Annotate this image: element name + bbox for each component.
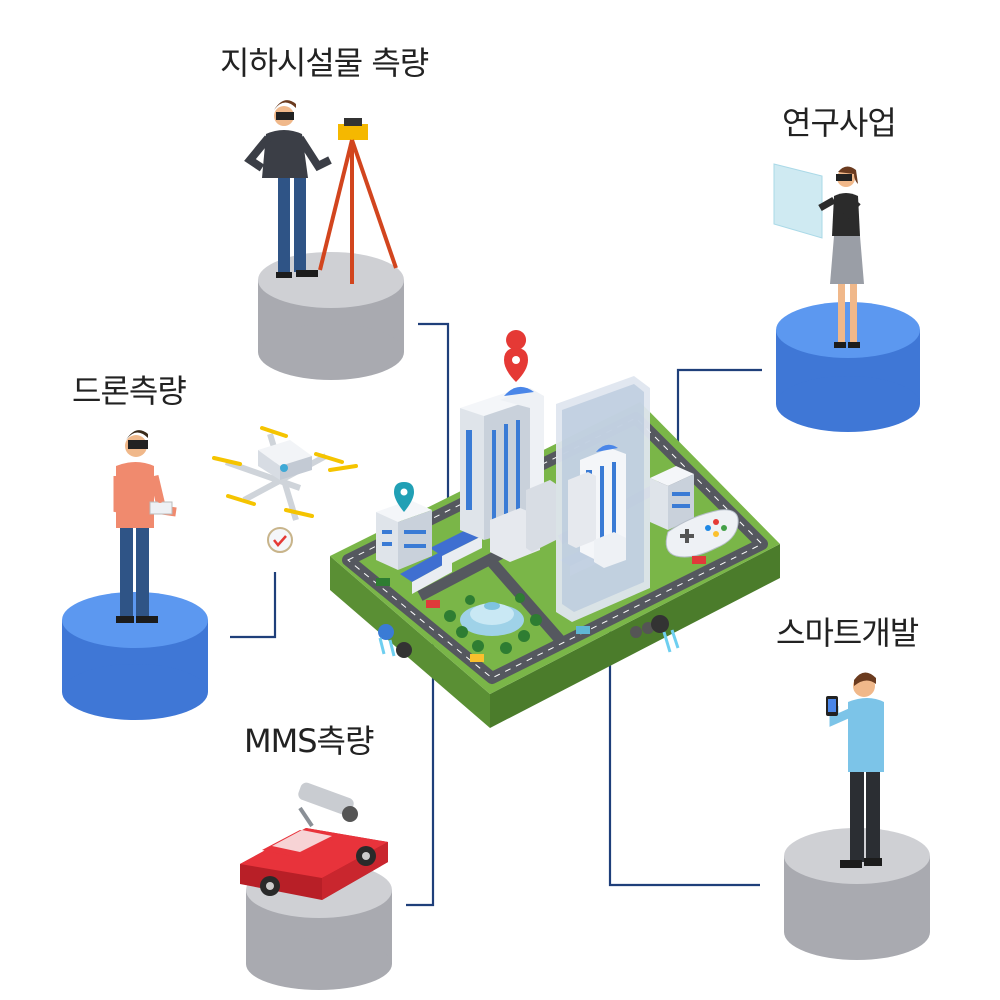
connector-underground (418, 322, 450, 525)
location-pin-icon (504, 330, 528, 382)
platform-drone (62, 592, 208, 720)
connector-smart (608, 592, 760, 887)
connector-mms (406, 612, 435, 907)
game-controller-icon (665, 509, 739, 558)
surveyor-figure (244, 100, 398, 284)
phone-overlay (556, 376, 650, 622)
connector-lines (230, 322, 762, 907)
connector-drone (230, 572, 277, 639)
label-drone-survey: 드론측량 (72, 372, 187, 410)
smart-developer-figure (826, 672, 884, 868)
drone-icon (212, 426, 358, 553)
label-mms-survey: MMS측량 (244, 722, 374, 760)
city-platform (330, 330, 780, 728)
mms-car-icon (240, 782, 388, 900)
platform-underground (258, 252, 404, 380)
connector-research (676, 368, 762, 470)
platform-research (776, 302, 920, 432)
label-underground-survey: 지하시설물 측량 (220, 44, 429, 82)
researcher-figure (773, 163, 864, 348)
label-smart-development: 스마트개발 (776, 614, 919, 652)
location-pin-icon (394, 482, 414, 512)
label-research-project: 연구사업 (782, 104, 897, 142)
platform-smart (784, 828, 930, 960)
drone-operator-figure (113, 430, 177, 623)
